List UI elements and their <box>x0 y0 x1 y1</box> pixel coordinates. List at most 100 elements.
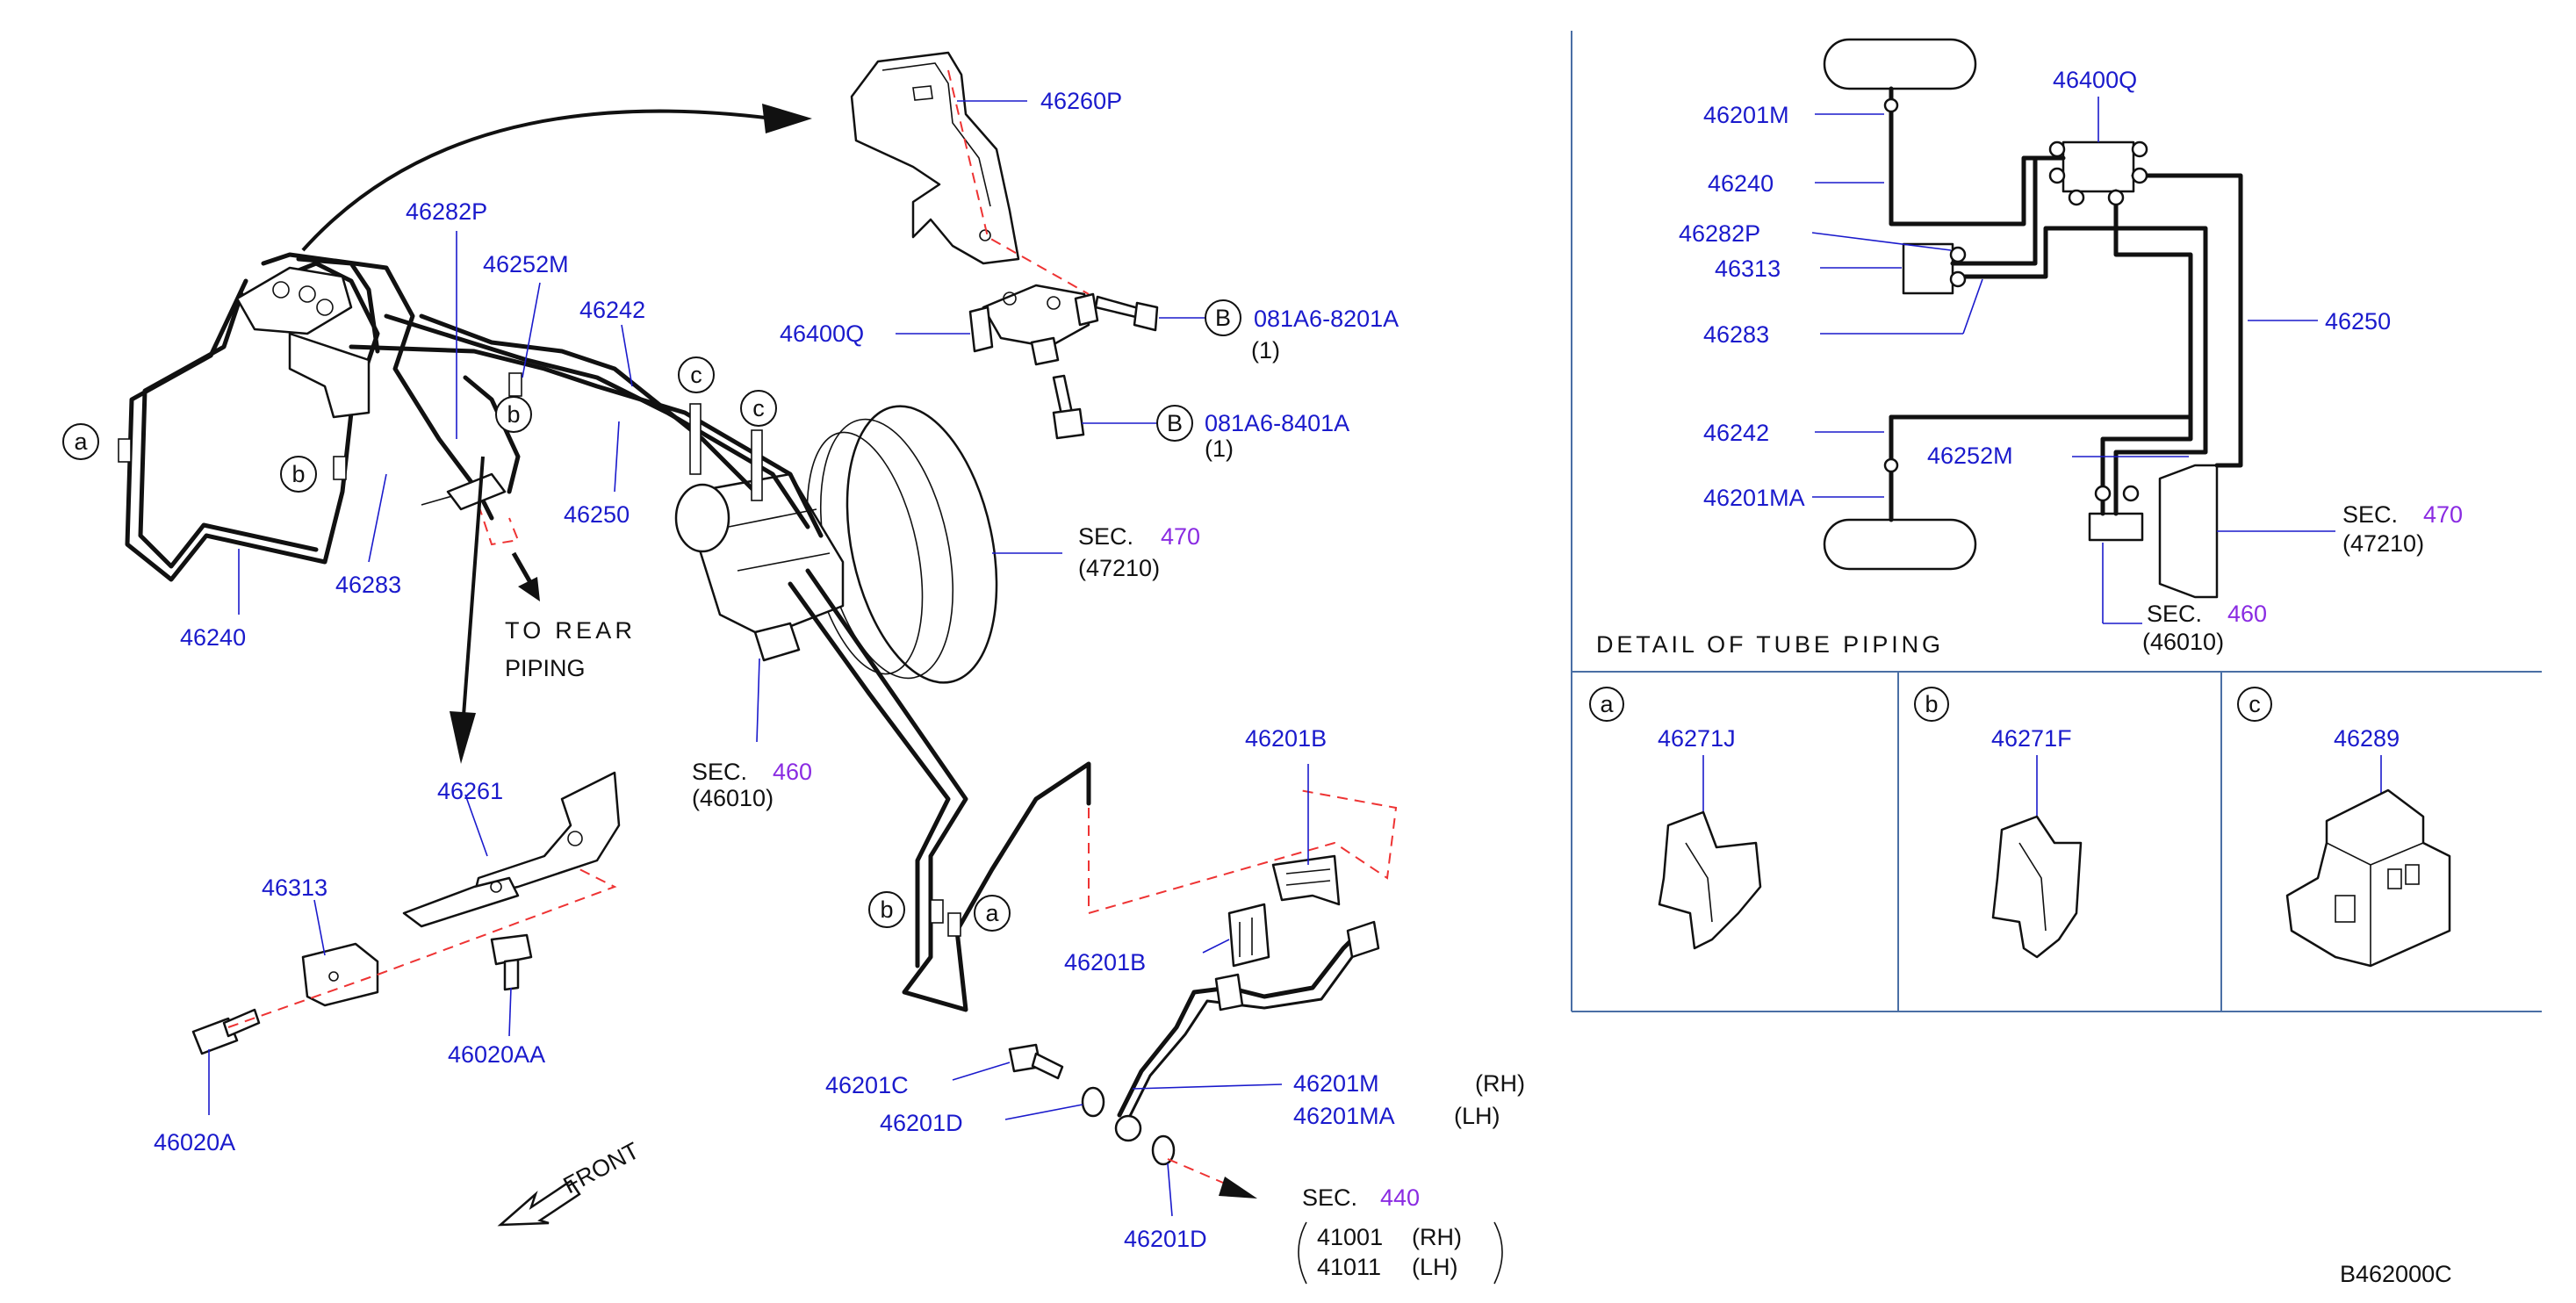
clip-panel-b-marker: b <box>1925 691 1938 717</box>
detail-label-46252m: 46252M <box>1927 443 2013 469</box>
detail-sec460-ref: (46010) <box>2142 629 2224 655</box>
bolt-b1-letter: B <box>1215 305 1231 331</box>
rear-piping-dashed <box>478 504 520 546</box>
callout-c-2 <box>740 390 777 427</box>
label-46201ma: 46201MA <box>1293 1103 1395 1129</box>
hose-46201m <box>1114 920 1380 1142</box>
figure-code: B462000C <box>2340 1261 2452 1287</box>
callout-b-1-letter: b <box>291 461 305 487</box>
label-46252m: 46252M <box>483 251 569 277</box>
bolt-46020aa <box>490 933 533 991</box>
detail-label-46201ma: 46201MA <box>1703 485 1805 511</box>
label-46201m-side: (RH) <box>1475 1070 1525 1097</box>
sec470-ref: (47210) <box>1078 555 1160 581</box>
callout-a-2 <box>974 895 1011 932</box>
callout-c-1 <box>678 356 715 393</box>
callout-b-3-letter: b <box>880 896 893 923</box>
clip-46201b-top <box>1271 854 1341 906</box>
detail-master-cylinder <box>2088 512 2144 542</box>
callout-letters-left: a b b c c b a B B <box>74 305 1231 926</box>
callout-b-2 <box>495 396 532 433</box>
clip-panel-c-part: 46289 <box>2334 725 2400 752</box>
clip-panel-a-part: 46271J <box>1658 725 1736 752</box>
front-arrow <box>497 1179 581 1227</box>
clip-panel-a: a 46271J <box>1589 687 1762 950</box>
detail-label-46242: 46242 <box>1703 420 1769 446</box>
label-46020aa: 46020AA <box>448 1041 545 1068</box>
clip-a-marker-2 <box>947 912 961 937</box>
bolt-b2-letter: B <box>1167 410 1183 436</box>
label-46313: 46313 <box>262 875 327 901</box>
detail-label-46313: 46313 <box>1715 256 1781 282</box>
clip-c-marker <box>689 403 702 475</box>
clip-panel-a-marker: a <box>1600 691 1614 717</box>
detail-sec470-ref: (47210) <box>2342 530 2424 557</box>
front-wheel-rh <box>1823 38 1977 90</box>
to-rear-arrow <box>511 551 540 601</box>
bracket-dashed-link <box>947 69 1090 295</box>
callout-b-3 <box>868 891 905 928</box>
clip-b-marker-2 <box>508 372 522 397</box>
detail-labels: 46201M 46240 46282P 46313 46283 46242 46… <box>1596 67 2463 658</box>
master-cylinder <box>674 472 845 662</box>
clip-panel-b-part: 46271F <box>1991 725 2072 752</box>
callout-a-2-letter: a <box>985 900 999 926</box>
brake-booster <box>806 405 998 684</box>
label-46250: 46250 <box>564 501 630 528</box>
detail-label-46201m: 46201M <box>1703 102 1789 128</box>
clip-b-marker-3 <box>930 899 944 924</box>
washer-46201d-bottom <box>1151 1134 1176 1166</box>
transfer-arrow-down <box>450 456 485 764</box>
sec440-item1-side: (RH) <box>1412 1224 1462 1250</box>
section-refs-left: SEC. 470 (47210) SEC. 460 (46010) SEC. 4… <box>692 523 1503 1285</box>
note-to-rear-2: PIPING <box>505 655 586 681</box>
sec440-number: 440 <box>1380 1184 1420 1211</box>
callout-b-2-letter: b <box>507 401 520 428</box>
note-to-rear-1: TO REAR <box>505 617 632 644</box>
label-46201b-bottom: 46201B <box>1064 949 1146 975</box>
detail-label-46250: 46250 <box>2325 308 2391 335</box>
clip-c-marker-2 <box>751 429 763 501</box>
detail-valve-46400q <box>2062 140 2135 193</box>
clip-a-marker <box>118 438 132 463</box>
sec470-prefix: SEC. <box>1078 523 1133 550</box>
detail-schematic <box>1823 38 2243 599</box>
label-081a6-8401a: 081A6-8401A <box>1205 410 1349 436</box>
label-46260p: 46260P <box>1040 88 1122 114</box>
sec440-item1-part: 41001 <box>1317 1224 1383 1250</box>
bolt-081a6-8201a <box>1094 295 1159 332</box>
callout-c-2-letter: c <box>752 395 765 421</box>
left-junction-block <box>235 266 371 419</box>
sec460-prefix: SEC. <box>692 759 747 785</box>
leaders-left <box>208 100 1309 1217</box>
label-46282p: 46282P <box>406 198 487 225</box>
label-46201b-top: 46201B <box>1245 725 1327 752</box>
label-081a6-8401a-qty: (1) <box>1205 436 1234 462</box>
sec440-prefix: SEC. <box>1302 1184 1357 1211</box>
note-front: FRONT <box>559 1137 644 1199</box>
clip-46201b-bottom <box>1227 903 1270 968</box>
bolt-46020a <box>191 1008 261 1055</box>
callout-a-1 <box>62 423 99 460</box>
label-081a6-8201a: 081A6-8201A <box>1254 306 1399 332</box>
sec460-ref: (46010) <box>692 785 774 811</box>
detail-label-46240: 46240 <box>1708 170 1774 197</box>
sec440-item2-side: (LH) <box>1412 1254 1458 1280</box>
sec470-number: 470 <box>1161 523 1200 550</box>
detail-leaders <box>1811 97 2335 624</box>
front-wheel-lh <box>1823 518 1977 571</box>
bolt-marker-b-2 <box>1156 405 1193 442</box>
label-46400q: 46400Q <box>780 320 864 347</box>
detail-title: DETAIL OF TUBE PIPING <box>1596 631 1940 658</box>
sec460-number: 460 <box>773 759 812 785</box>
label-46020a: 46020A <box>154 1129 235 1155</box>
clip-panel-c: c 46289 <box>2237 687 2451 968</box>
connector-46283 <box>421 472 507 511</box>
transfer-arrow-top <box>301 104 812 252</box>
detail-sec470-number: 470 <box>2423 501 2463 528</box>
detail-label-46400q: 46400Q <box>2053 67 2137 93</box>
callout-b-1 <box>280 456 317 493</box>
label-46283: 46283 <box>335 572 401 598</box>
detail-sec460-number: 460 <box>2227 601 2267 627</box>
